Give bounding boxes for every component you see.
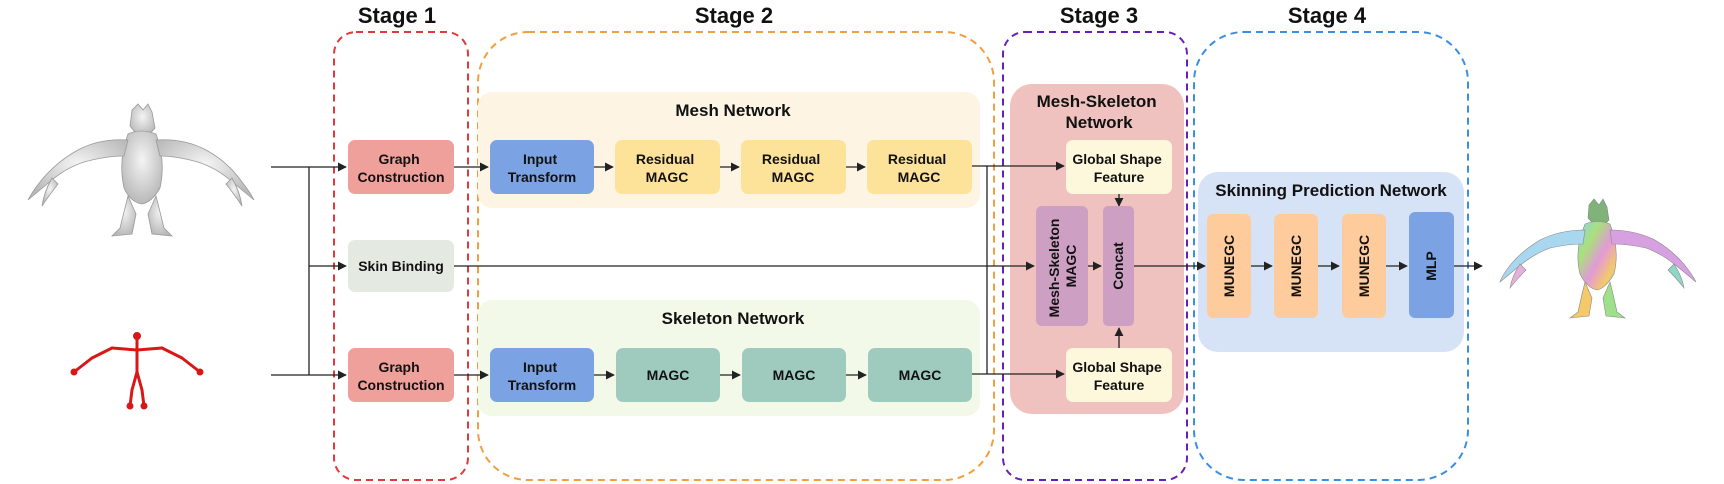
svg-text:Input Transform: Input Transform: [508, 151, 576, 185]
svg-text:Graph Construction: Graph Construction: [357, 151, 444, 185]
svg-text:MUNEGC: MUNEGC: [1356, 235, 1372, 297]
stage4-region: [1193, 31, 1469, 481]
munegc-box-1: MUNEGC: [1207, 214, 1251, 318]
munegc-box-2: MUNEGC: [1274, 214, 1318, 318]
magc-box-2: MAGC: [742, 348, 846, 402]
global-shape-feature-bottom-box: Global Shape Feature: [1066, 348, 1172, 402]
mesh-network-title: Mesh Network: [675, 101, 791, 120]
connectors: [271, 161, 1483, 380]
stage3-region: [1002, 31, 1188, 481]
magc-box-3: MAGC: [868, 348, 972, 402]
colored-skin-weights-mesh-icon: [1499, 198, 1697, 319]
skeleton-network-panel: [478, 300, 980, 416]
svg-text:MAGC: MAGC: [773, 367, 816, 383]
stage1-title: Stage 1: [358, 3, 436, 28]
svg-text:Residual MAGC: Residual MAGC: [636, 151, 698, 185]
graph-construction-skeleton-box: Graph Construction: [348, 348, 454, 402]
mesh-skeleton-network-title: Mesh-Skeleton Network: [1037, 92, 1162, 132]
magc-box-1: MAGC: [616, 348, 720, 402]
skeleton-network-title: Skeleton Network: [662, 309, 805, 328]
svg-text:MLP: MLP: [1423, 251, 1439, 281]
skin-binding-box: Skin Binding: [348, 240, 454, 292]
svg-text:Graph Construction: Graph Construction: [357, 359, 444, 393]
stage2-title: Stage 2: [695, 3, 773, 28]
svg-text:MUNEGC: MUNEGC: [1221, 235, 1237, 297]
skeleton-input-transform-box: Input Transform: [490, 348, 594, 402]
mesh-input-transform-box: Input Transform: [490, 140, 594, 194]
stage3-title: Stage 3: [1060, 3, 1138, 28]
svg-text:MAGC: MAGC: [899, 367, 942, 383]
residual-magc-box-3: Residual MAGC: [867, 140, 972, 194]
skeleton-rig-icon: [70, 332, 204, 410]
concat-box: Concat: [1103, 206, 1134, 326]
svg-text:Global Shape Feature: Global Shape Feature: [1072, 359, 1165, 393]
mesh-skeleton-magc-box: Mesh-Skeleton MAGC: [1036, 206, 1088, 326]
residual-magc-box-2: Residual MAGC: [741, 140, 846, 194]
svg-text:MAGC: MAGC: [647, 367, 690, 383]
munegc-box-3: MUNEGC: [1342, 214, 1386, 318]
svg-text:Skin Binding: Skin Binding: [358, 258, 444, 274]
svg-text:Global Shape Feature: Global Shape Feature: [1072, 151, 1165, 185]
stage2-region: [477, 31, 995, 481]
stage4-title: Stage 4: [1288, 3, 1367, 28]
residual-magc-box-1: Residual MAGC: [615, 140, 720, 194]
svg-text:Mesh-Skeleton MAGC: Mesh-Skeleton MAGC: [1046, 215, 1079, 318]
svg-text:Residual MAGC: Residual MAGC: [888, 151, 950, 185]
svg-text:Concat: Concat: [1110, 242, 1126, 290]
skinning-prediction-network-title: Skinning Prediction Network: [1215, 181, 1447, 200]
creature-mesh-icon: [27, 103, 255, 237]
svg-text:MUNEGC: MUNEGC: [1288, 235, 1304, 297]
mlp-box: MLP: [1409, 212, 1454, 318]
global-shape-feature-top-box: Global Shape Feature: [1066, 140, 1172, 194]
svg-text:Residual MAGC: Residual MAGC: [762, 151, 824, 185]
mesh-network-panel: [478, 92, 980, 208]
graph-construction-mesh-box: Graph Construction: [348, 140, 454, 194]
svg-text:Input Transform: Input Transform: [508, 359, 576, 393]
stage1-region: [333, 31, 469, 481]
